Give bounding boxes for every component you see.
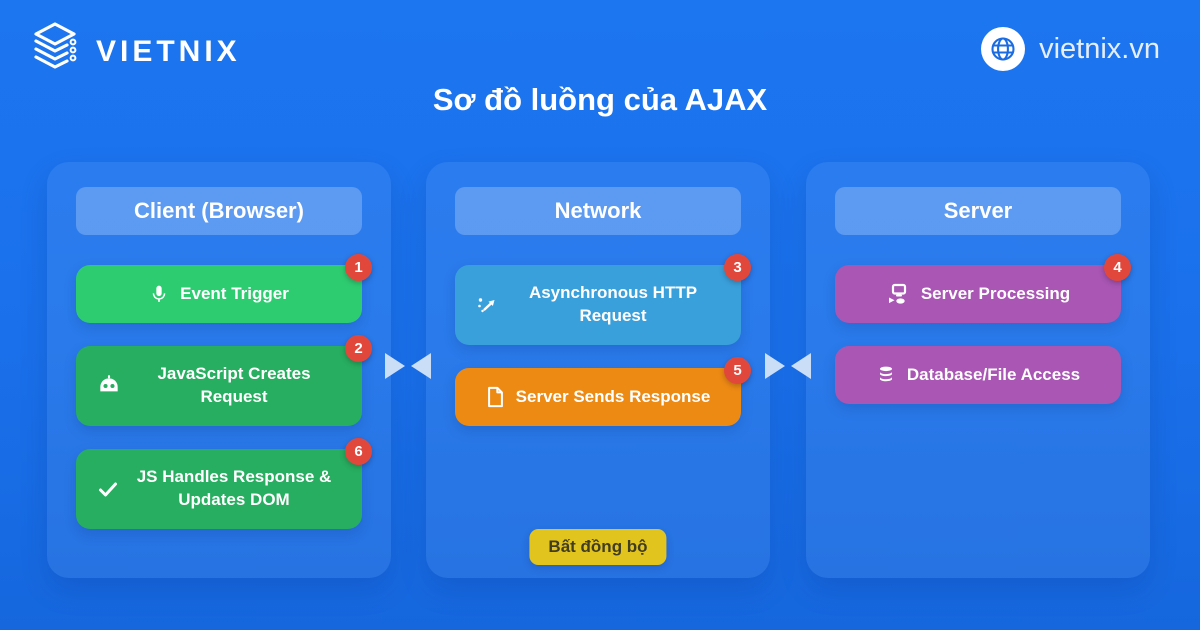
js-creates-request-label: JavaScript Creates Request bbox=[157, 364, 311, 406]
asynchronous-pill: Bất đồng bộ bbox=[529, 529, 667, 565]
step-badge-2: 2 bbox=[345, 335, 372, 362]
flow-arrow-network-server-icon bbox=[764, 352, 812, 380]
database-file-access-box: Database/File Access bbox=[835, 346, 1121, 404]
event-trigger-label: Event Trigger bbox=[180, 283, 289, 303]
vietnix-logo: VIETNIX bbox=[28, 20, 241, 83]
site-url: vietnix.vn bbox=[1039, 32, 1160, 65]
server-processing-box: Server Processing 4 bbox=[835, 254, 1131, 323]
database-icon bbox=[876, 364, 896, 386]
step-badge-3: 3 bbox=[724, 254, 751, 281]
site-link: vietnix.vn bbox=[981, 27, 1160, 71]
vietnix-logo-text: VIETNIX bbox=[96, 34, 241, 68]
async-arrow-icon bbox=[475, 293, 499, 317]
js-handles-response-box: JS Handles Response & Updates DOM 6 bbox=[76, 438, 372, 529]
event-trigger-box: Event Trigger 1 bbox=[76, 254, 372, 323]
document-icon bbox=[486, 386, 505, 408]
network-column-header: Network bbox=[455, 187, 741, 235]
step-badge-6: 6 bbox=[345, 438, 372, 465]
server-column-header: Server bbox=[835, 187, 1121, 235]
async-http-request-box: Asynchronous HTTP Request 3 bbox=[455, 254, 751, 345]
client-column: Client (Browser) Event Trigger 1 Ja bbox=[47, 162, 391, 578]
page-title: Sơ đồ luồng của AJAX bbox=[432, 82, 768, 117]
async-http-request-label: Asynchronous HTTP Request bbox=[528, 283, 698, 325]
network-column: Network Asynchronous HTTP Request 3 bbox=[426, 162, 770, 578]
robot-icon bbox=[96, 373, 122, 399]
server-column: Server Server Processing 4 bbox=[806, 162, 1150, 578]
globe-icon bbox=[981, 27, 1026, 71]
step-badge-4: 4 bbox=[1104, 254, 1131, 281]
server-sends-response-label: Server Sends Response bbox=[515, 386, 711, 406]
microphone-icon bbox=[149, 284, 169, 304]
database-file-access-label: Database/File Access bbox=[906, 364, 1081, 384]
server-processing-icon bbox=[886, 282, 910, 306]
step-badge-1: 1 bbox=[345, 254, 372, 281]
flow-arrow-client-network-icon bbox=[384, 352, 432, 380]
server-processing-label: Server Processing bbox=[920, 283, 1071, 303]
vietnix-stack-icon bbox=[28, 20, 82, 83]
server-sends-response-box: Server Sends Response 5 bbox=[455, 357, 751, 426]
js-creates-request-box: JavaScript Creates Request 2 bbox=[76, 335, 372, 426]
step-badge-5: 5 bbox=[724, 357, 751, 384]
js-handles-response-label: JS Handles Response & Updates DOM bbox=[136, 467, 332, 509]
check-icon bbox=[96, 477, 120, 501]
client-column-header: Client (Browser) bbox=[76, 187, 362, 235]
